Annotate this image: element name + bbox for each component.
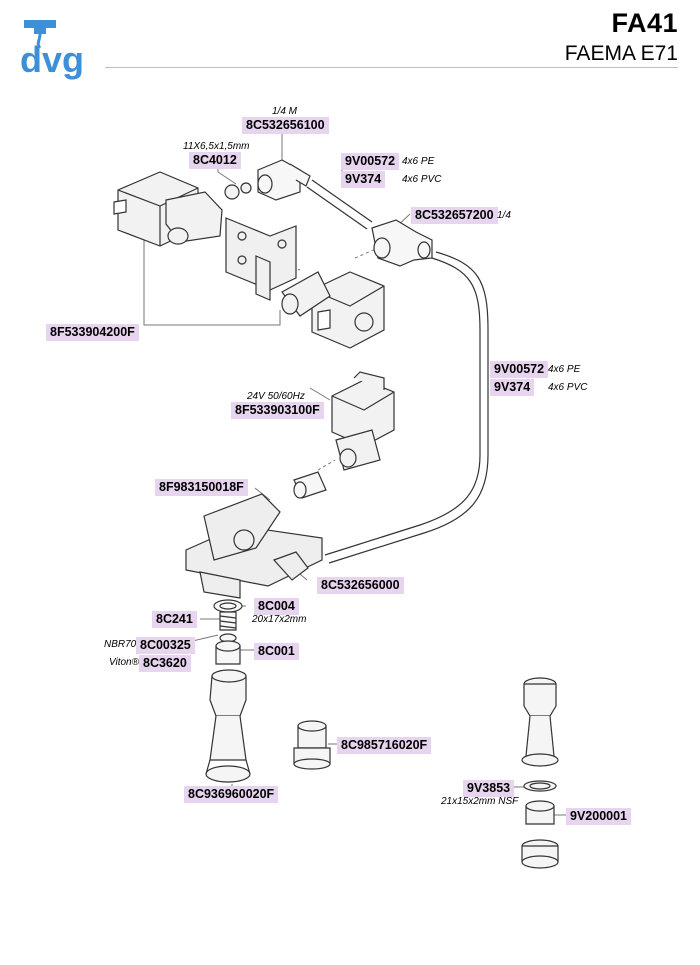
part-label-8C241: 8C241 xyxy=(152,611,197,628)
part-label-8F533903100F: 8F533903100F xyxy=(231,402,324,419)
part-label-8C00325: 8C00325 xyxy=(136,637,195,654)
part-label-8F533904200F: 8F533904200F xyxy=(46,324,139,341)
note-p14: NBR70 xyxy=(104,639,137,650)
part-label-8F983150018F: 8F983150018F xyxy=(155,479,248,496)
note-p2: 11X6,5x1,5mm xyxy=(183,141,250,152)
brand-name: FAEMA E71 xyxy=(564,42,678,65)
note-p13: 20x17x2mm xyxy=(252,614,307,625)
note-p5: 1/4 xyxy=(497,210,511,221)
note-p15: Viton® xyxy=(109,657,139,668)
part-label-9V00572-right: 9V00572 xyxy=(490,361,549,378)
part-label-8C004: 8C004 xyxy=(254,598,299,615)
part-label-9V374-right: 9V374 xyxy=(490,379,535,396)
header-divider xyxy=(105,67,678,68)
part-label-8C001: 8C001 xyxy=(254,643,299,660)
note-p7: 4x6 PE xyxy=(548,364,581,375)
note-p8: 4x6 PVC xyxy=(548,382,588,393)
part-label-9V00572-top: 9V00572 xyxy=(341,153,400,170)
part-label-8C532657200: 8C532657200 xyxy=(411,207,498,224)
part-label-8C936960020F: 8C936960020F xyxy=(184,786,279,803)
part-label-9V374-top: 9V374 xyxy=(341,171,386,188)
part-label-8C532656100: 8C532656100 xyxy=(242,117,329,134)
note-p1: 1/4 M xyxy=(272,106,298,117)
part-label-9V200001: 9V200001 xyxy=(566,808,632,825)
dvg-logo: dvg xyxy=(18,10,98,80)
note-p19: 21x15x2mm NSF xyxy=(441,796,519,807)
note-p4: 4x6 PVC xyxy=(402,174,442,185)
note-p9: 24V 50/60Hz xyxy=(247,391,305,402)
part-label-8C4012: 8C4012 xyxy=(189,152,241,169)
model-code: FA41 xyxy=(611,8,678,38)
note-p3: 4x6 PE xyxy=(402,156,435,167)
part-label-8C3620: 8C3620 xyxy=(139,655,191,672)
part-label-9V3853: 9V3853 xyxy=(463,780,515,797)
part-label-8C985716020F: 8C985716020F xyxy=(337,737,432,754)
part-label-8C532656000: 8C532656000 xyxy=(317,577,404,594)
logo-text: dvg xyxy=(20,39,84,80)
